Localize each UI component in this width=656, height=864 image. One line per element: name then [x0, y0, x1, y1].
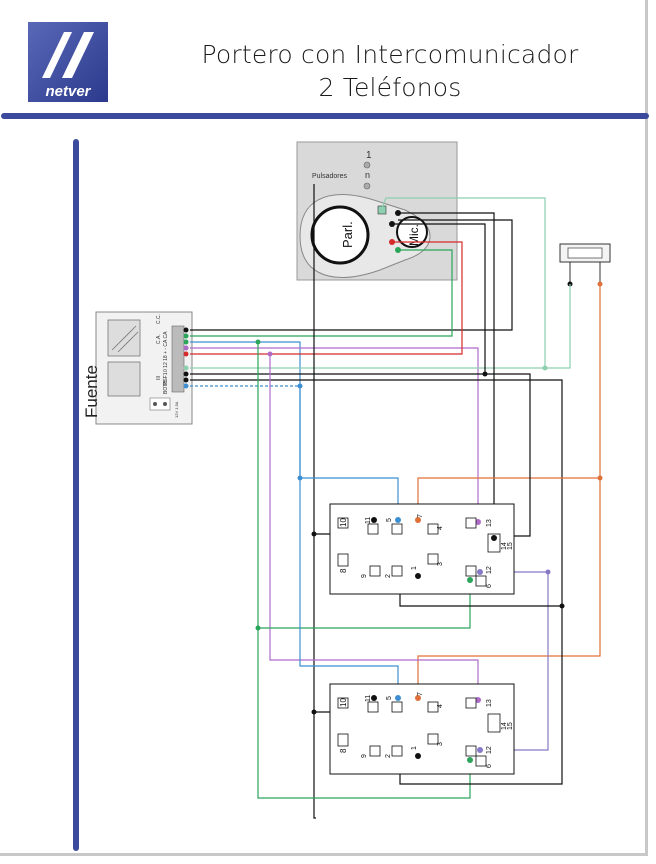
netver-logo: netver — [28, 22, 108, 102]
psu-text-psf1: PSF1 — [163, 372, 169, 385]
button-mark-n: n — [365, 170, 370, 180]
phone2-terminal-11: 11 — [365, 695, 372, 702]
phone1-terminal-3: 3 — [437, 562, 444, 566]
power-supply: C.A. C.C. 0 12 18 + - CA CA III PSF1 BOT… — [82, 311, 193, 425]
phone2-terminal-14: 14 — [501, 722, 508, 730]
speaker-label: Parl. — [340, 221, 355, 248]
phone1-terminal-14: 14 — [501, 542, 508, 550]
phone1-terminal-10: 10 — [339, 518, 348, 527]
psu-text-ca: C.A. — [156, 334, 162, 344]
phone2-terminal-3: 3 — [437, 742, 444, 746]
phone1-terminal-4: 4 — [437, 526, 444, 530]
phone2-terminal-10: 10 — [339, 698, 348, 707]
mic-label: Mic. — [407, 224, 421, 246]
psu-text-cc: C.C. — [156, 314, 162, 324]
phone2-terminal-9: 9 — [361, 754, 368, 758]
psu-text-iii: III — [156, 376, 162, 380]
phone1-terminal-9: 9 — [361, 574, 368, 578]
junctions — [255, 339, 603, 715]
phone1-terminal-7: 7 — [417, 514, 424, 518]
phone1-terminal-1: 1 — [411, 566, 418, 570]
psu-text-botb: BOTB — [163, 380, 169, 394]
logo-text: netver — [45, 83, 91, 100]
page-title-line2: 2 Teléfonos — [318, 73, 462, 102]
buttons-label: Pulsadores — [312, 173, 348, 180]
phone1-terminal-2: 2 — [385, 574, 392, 578]
button-mark-1: 1 — [366, 150, 372, 161]
phone2-terminal-1: 1 — [411, 746, 418, 750]
phone2-terminal-2: 2 — [385, 754, 392, 758]
phone2-terminal-15: 15 — [507, 722, 514, 730]
phone2-terminal-13: 13 — [486, 699, 493, 707]
power-supply-label: Fuente — [82, 365, 101, 418]
phone2-terminal-12: 12 — [486, 746, 493, 754]
phone1-terminal-15: 15 — [507, 542, 514, 550]
psu-text-rating: 12V 1.5A — [174, 401, 179, 418]
phone1-terminal-13: 13 — [486, 519, 493, 527]
page-title-line1: Portero con Intercomunicador — [201, 40, 579, 69]
phone1-terminal-5: 5 — [386, 518, 393, 522]
phone2-terminal-6: 6 — [486, 764, 493, 768]
phone2-terminal-8: 8 — [339, 748, 348, 753]
phone2-terminal-7: 7 — [417, 692, 424, 696]
telephone-1: 10 8 11 5 7 4 9 2 3 1 13 — [329, 503, 515, 595]
telephone-2: 10 8 11 5 7 4 9 2 3 1 13 14 15 — [329, 683, 515, 775]
phone1-terminal-8: 8 — [339, 568, 348, 573]
phone1-terminal-11: 11 — [365, 517, 372, 524]
phone2-terminal-5: 5 — [386, 696, 393, 700]
speaker — [310, 205, 370, 265]
phone2-terminal-4: 4 — [437, 704, 444, 708]
phone1-terminal-12: 12 — [486, 566, 493, 574]
door-lock — [559, 243, 611, 287]
door-panel: 1 n Pulsadores Parl. Mic. — [296, 141, 458, 281]
psu-text-terminals: 0 12 18 + - CA CA — [163, 331, 169, 372]
phone1-terminal-6: 6 — [486, 584, 493, 588]
page-frame — [0, 0, 648, 856]
